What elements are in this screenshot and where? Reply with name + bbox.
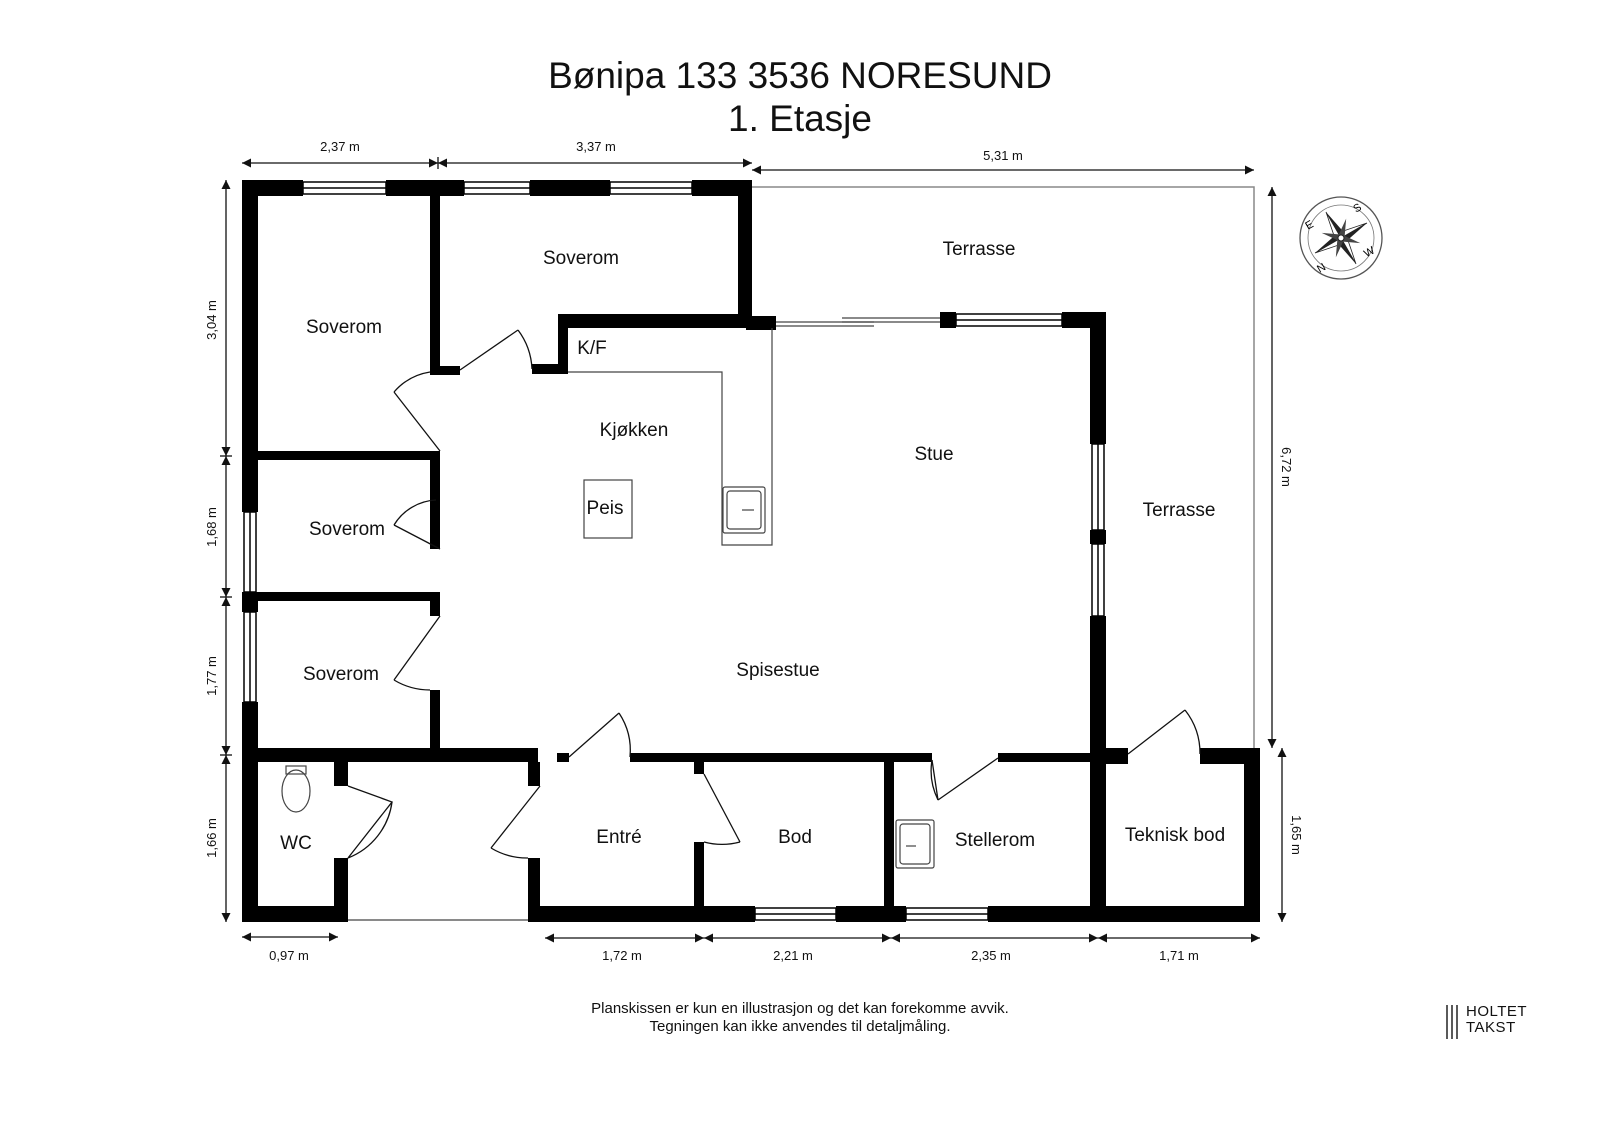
room-label-terrasse-right: Terrasse [1143,500,1216,521]
dim-left-1: 3,04 m [204,300,219,340]
room-label-kf: K/F [577,338,607,359]
dim-bottom-5: 1,71 m [1159,948,1199,963]
page-title: Bønipa 133 3536 NORESUND [548,55,1052,96]
windows [243,181,1105,921]
dim-top-1: 2,37 m [320,139,360,154]
room-label-stue: Stue [914,444,953,465]
dim-right-1: 6,72 m [1279,447,1294,487]
dim-bottom-4: 2,35 m [971,948,1011,963]
fixtures [281,328,935,921]
dimension-lines [220,157,1287,943]
room-label-terrasse-top: Terrasse [943,239,1016,260]
dim-left-3: 1,77 m [204,656,219,696]
dim-left-4: 1,66 m [204,818,219,858]
compass-s: S [1351,201,1363,215]
compass-icon: N S E W [1299,196,1383,280]
room-label-soverom-left-mid: Soverom [309,519,385,540]
room-label-soverom-top: Soverom [543,248,619,269]
compass-n: N [1315,261,1328,275]
room-label-peis: Peis [587,498,624,519]
dim-top-3: 5,31 m [983,148,1023,163]
room-labels: Soverom Soverom Soverom Soverom K/F Kjøk… [280,239,1225,854]
logo-text: HOLTET TAKST [1466,1004,1527,1036]
room-label-entre: Entré [596,827,641,848]
dim-left-2: 1,68 m [204,507,219,547]
room-label-kjokken: Kjøkken [600,420,669,441]
room-label-soverom-left-bottom: Soverom [303,664,379,685]
dimension-labels: 2,37 m 3,37 m 5,31 m 3,04 m 1,68 m 1,77 … [204,139,1304,963]
logo-line-1: HOLTET [1466,1003,1528,1020]
dim-bottom-2: 1,72 m [602,948,642,963]
doors [347,329,1201,859]
floor-label: 1. Etasje [728,98,872,139]
logo-icon [1446,1005,1458,1039]
logo-line-2: TAKST [1466,1019,1516,1036]
dim-top-2: 3,37 m [576,139,616,154]
disclaimer-line-2: Tegningen kan ikke anvendes til detaljmå… [649,1018,951,1035]
terrace-outline [750,186,1255,750]
dim-right-2: 1,65 m [1289,815,1304,855]
room-label-stellerom: Stellerom [955,830,1035,851]
room-label-soverom-left-top: Soverom [306,317,382,338]
room-label-teknisk-bod: Teknisk bod [1125,825,1225,846]
dim-bottom-3: 2,21 m [773,948,813,963]
compass-w: W [1362,244,1378,260]
room-label-spisestue: Spisestue [736,660,819,681]
sliding-door [776,317,940,327]
room-label-wc: WC [280,833,312,854]
disclaimer-line-1: Planskissen er kun en illustrasjon og de… [591,1000,1009,1017]
walls [242,180,1260,922]
dim-bottom-1: 0,97 m [269,948,309,963]
room-label-bod: Bod [778,827,812,848]
compass-e: E [1303,218,1315,232]
